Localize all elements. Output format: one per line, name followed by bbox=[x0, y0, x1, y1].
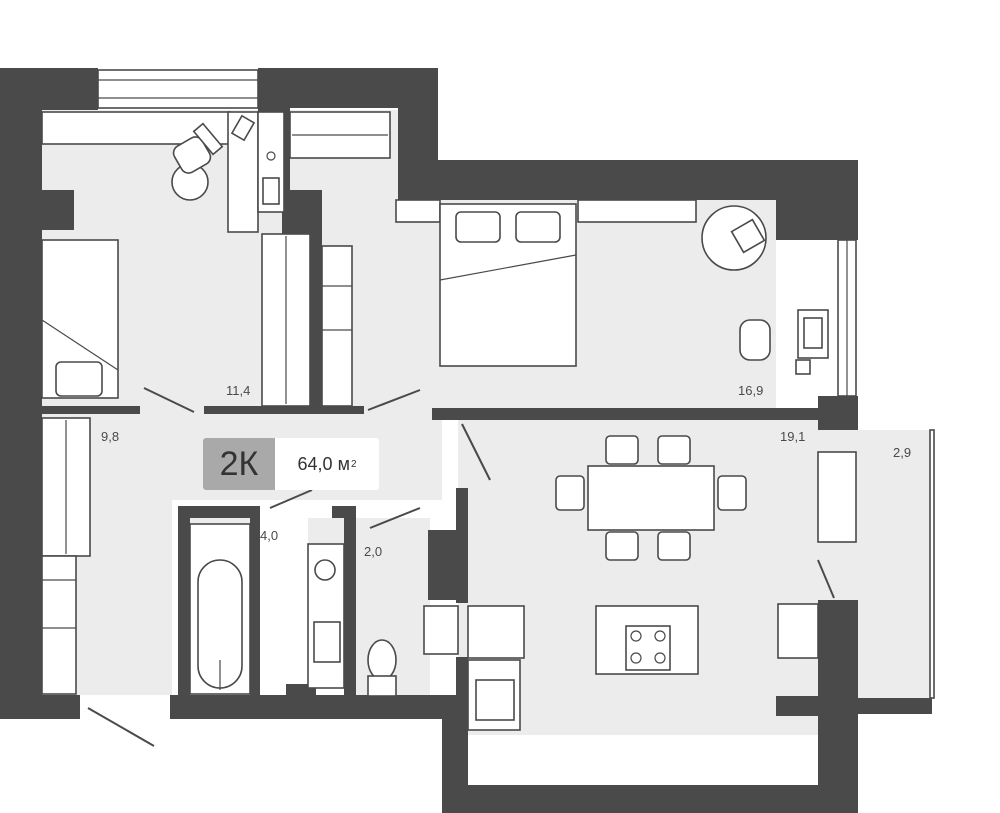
hall-wardrobe bbox=[41, 111, 391, 695]
room-area-toilet: 2,0 bbox=[364, 544, 382, 559]
room-area-bathroom: 4,0 bbox=[260, 528, 278, 543]
room-area-kitchen-living: 19,1 bbox=[780, 429, 805, 444]
room-area-bedroom-small: 11,4 bbox=[226, 383, 250, 398]
room-labels: 11,4 9,8 16,9 19,1 2,9 4,0 2,0 bbox=[101, 383, 911, 559]
apartment-type: 2К bbox=[203, 438, 275, 490]
area-unit-power: 2 bbox=[350, 458, 357, 470]
bedroom-master-furniture bbox=[395, 199, 829, 375]
room-area-bedroom-master: 16,9 bbox=[738, 383, 763, 398]
bathroom-fixtures bbox=[189, 523, 459, 697]
doors bbox=[87, 387, 835, 747]
walls bbox=[0, 68, 932, 813]
room-area-balcony: 2,9 bbox=[893, 445, 911, 460]
kitchen-furniture bbox=[467, 435, 857, 731]
bedroom-small-furniture bbox=[41, 111, 311, 407]
room-area-hall: 9,8 bbox=[101, 429, 119, 444]
area-unit: м bbox=[337, 453, 350, 474]
windows bbox=[97, 69, 935, 699]
area-value: 64,0 bbox=[297, 453, 333, 474]
